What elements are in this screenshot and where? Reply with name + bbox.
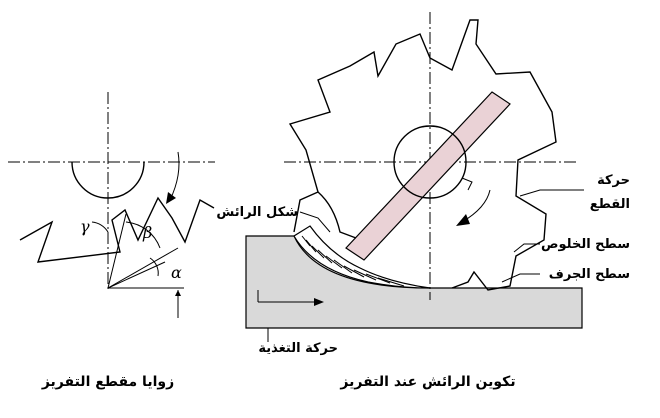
left-figure-tooth-angles: γ β α زوايا مقطع التفريز xyxy=(8,92,215,390)
chip-shape-leader xyxy=(299,211,331,233)
hub-key xyxy=(461,177,473,191)
alpha-arc xyxy=(149,257,159,277)
flank-surface-label: سطح الخلوص xyxy=(541,237,630,252)
right-caption: تكوين الرائش عند التفريز xyxy=(339,374,515,390)
gamma-label: γ xyxy=(80,217,90,236)
feed-motion-label: حركة التغذية xyxy=(258,341,338,356)
left-rotation-arrowhead xyxy=(166,192,176,204)
beta-arc xyxy=(125,221,161,249)
cutting-tooth-edge xyxy=(317,191,357,239)
cutting-motion-leader xyxy=(519,189,584,197)
cutting-motion-label-line1: حركة xyxy=(597,173,630,188)
rake-surface-leader xyxy=(501,273,540,283)
left-cutter-arc xyxy=(71,161,145,199)
arbor-band xyxy=(345,91,511,261)
left-tooth-outline xyxy=(19,196,215,263)
left-rotation-arc xyxy=(169,151,180,201)
left-rake-ray xyxy=(107,213,127,289)
alpha-label: α xyxy=(171,263,182,282)
feed-arrowhead xyxy=(314,298,324,306)
cutter-hub xyxy=(393,125,467,199)
chip-shape-label: شكل الرائش xyxy=(216,205,298,220)
rake-surface-label: سطح الجرف xyxy=(549,267,630,282)
beta-label: β xyxy=(142,223,152,242)
right-figure-chip-formation: شكل الرائش حركة القطع سطح الخلوص سطح الج… xyxy=(216,12,630,390)
left-inner-ray xyxy=(107,261,166,289)
cutter-rotation-arrowhead xyxy=(456,214,470,226)
cutter-outline xyxy=(288,19,557,291)
gamma-arc xyxy=(91,221,109,233)
left-caption: زوايا مقطع التفريز xyxy=(41,374,174,390)
left-bottom-tick-arrowhead xyxy=(175,290,181,296)
left-flank-ray xyxy=(107,247,179,289)
flank-surface-leader xyxy=(513,243,540,253)
cutting-motion-label-line2: القطع xyxy=(590,197,630,212)
workpiece xyxy=(245,235,583,329)
chip-hatching xyxy=(301,235,405,287)
